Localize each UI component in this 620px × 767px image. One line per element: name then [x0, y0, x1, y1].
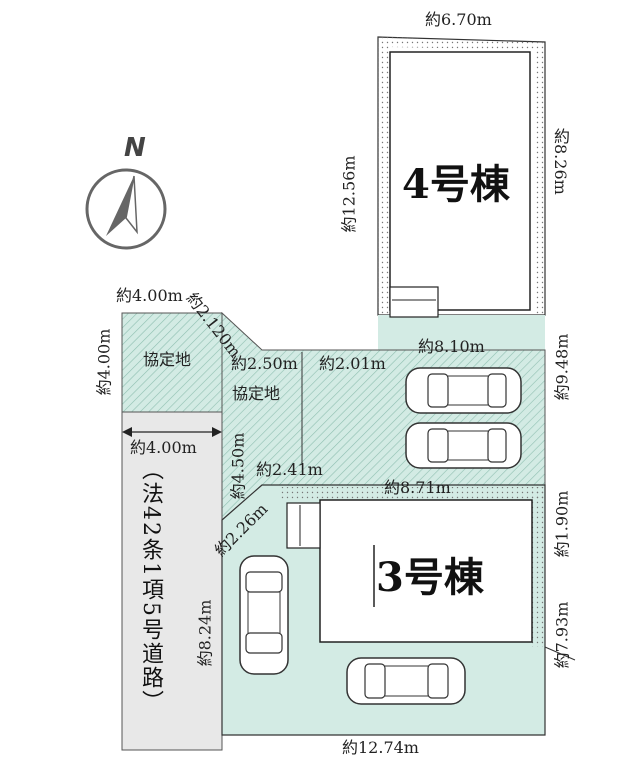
dim-824: 約8.24m [195, 599, 215, 667]
dim-201: 約2.01m [319, 354, 386, 373]
car-icon [405, 422, 522, 469]
road-area [121, 411, 223, 751]
dim-lot4-left: 約12.56m [339, 155, 359, 233]
lot-3-margin [280, 487, 545, 499]
building-4-porch [389, 286, 439, 318]
dim-250: 約2.50m [231, 354, 298, 373]
dim-road-width: 約4.00m [130, 438, 197, 457]
building-3-label: 3号棟 [376, 554, 484, 601]
car-icon [405, 367, 522, 414]
agreement-label-center: 協定地 [232, 384, 281, 403]
building-4-label: 4号棟 [402, 161, 510, 208]
dim-agree-top: 約4.00m [116, 286, 183, 305]
building-3-porch [286, 502, 321, 549]
agreement-label-left: 協定地 [143, 350, 192, 369]
compass-arrow-icon [85, 168, 167, 250]
dim-871: 約8.71m [384, 478, 451, 497]
lot-3-margin-right [532, 487, 545, 647]
car-icon [346, 657, 466, 705]
dim-1274: 約12.74m [342, 738, 419, 757]
car-icon [239, 555, 289, 675]
dim-948: 約9.48m [552, 333, 572, 401]
dim-450: 約4.50m [228, 432, 248, 500]
dim-793: 約7.93m [552, 601, 572, 669]
building-4 [389, 51, 531, 311]
building-3 [319, 499, 533, 643]
dim-241: 約2.41m [256, 460, 323, 479]
dim-lot4-top: 約6.70m [425, 10, 492, 29]
dim-lot4-right: 約8.26m [551, 128, 570, 195]
dim-agree-left: 約4.00m [94, 328, 114, 396]
north-label: N [124, 133, 146, 163]
dim-190: 約1.90m [552, 490, 572, 558]
dim-810: 約8.10m [418, 337, 485, 356]
road-label: （法42条1項5号道路） [138, 458, 163, 714]
lot-4-lower-strip [378, 315, 545, 350]
